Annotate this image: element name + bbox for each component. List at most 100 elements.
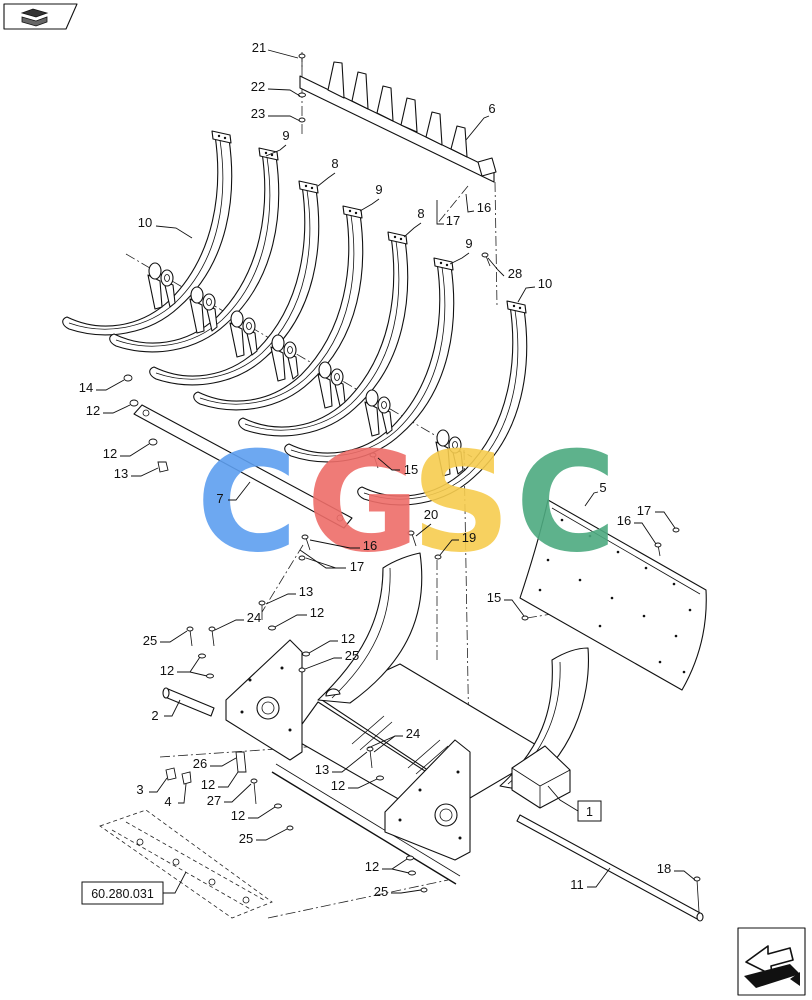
callout-12: 12 xyxy=(331,778,345,793)
callout-10: 10 xyxy=(138,215,152,230)
leader-line xyxy=(504,599,525,617)
leader-line xyxy=(517,286,536,303)
callout-6: 6 xyxy=(488,101,495,116)
callout-20: 20 xyxy=(424,507,438,522)
bolt xyxy=(481,252,491,267)
callout-10: 10 xyxy=(538,276,552,291)
callout-14: 14 xyxy=(79,380,93,395)
watermark-letter: C xyxy=(515,422,616,583)
book-hand-icon xyxy=(20,8,49,27)
callout-9: 9 xyxy=(282,128,289,143)
callout-4: 4 xyxy=(164,794,171,809)
bolt xyxy=(654,542,662,557)
pin-part-2 xyxy=(162,687,215,717)
leader-line xyxy=(120,443,150,457)
section-reference-box[interactable]: 60.280.031 xyxy=(81,881,164,905)
callout-12: 12 xyxy=(160,663,174,678)
spacer xyxy=(235,751,247,773)
callout-15: 15 xyxy=(404,462,418,477)
nut xyxy=(298,667,306,673)
bolt xyxy=(301,534,311,551)
callout-3: 3 xyxy=(136,782,143,797)
leader-line xyxy=(103,404,131,414)
right-bracket-plate xyxy=(384,739,471,861)
leader-line xyxy=(655,511,676,529)
washer xyxy=(129,399,139,407)
bolt xyxy=(407,530,417,547)
nut xyxy=(420,887,428,893)
nut xyxy=(298,555,306,561)
washer xyxy=(181,771,192,785)
callout-12: 12 xyxy=(201,777,215,792)
callout-13: 13 xyxy=(315,762,329,777)
leader-line xyxy=(256,828,288,841)
callout-11: 11 xyxy=(570,877,584,892)
nut xyxy=(521,615,529,621)
callout-17: 17 xyxy=(637,503,651,518)
callout-16: 16 xyxy=(363,538,377,553)
callout-12: 12 xyxy=(365,859,379,874)
kit-reference-box[interactable]: 1 xyxy=(577,800,602,822)
leader-line xyxy=(308,640,338,654)
callout-9: 9 xyxy=(465,236,472,251)
leader-line xyxy=(359,198,380,212)
callout-labels: 21 22 23 6 9 8 9 10 8 17 16 9 28 10 14 1… xyxy=(79,40,671,899)
callout-5: 5 xyxy=(599,480,606,495)
clevis xyxy=(189,286,218,334)
callout-25: 25 xyxy=(374,884,388,899)
nut xyxy=(286,825,294,831)
callout-22: 22 xyxy=(251,79,265,94)
callout-13: 13 xyxy=(114,466,128,481)
leader-line xyxy=(587,867,611,888)
clevis xyxy=(229,310,258,358)
callout-19: 19 xyxy=(462,530,476,545)
leader-line xyxy=(403,222,422,238)
leader-line xyxy=(218,771,239,788)
next-page-arrow-icon xyxy=(744,945,800,988)
bolt xyxy=(186,626,194,647)
left-bracket-plate xyxy=(225,639,303,761)
leader-line xyxy=(214,619,244,631)
leader-line xyxy=(210,757,237,767)
callout-25: 25 xyxy=(239,831,253,846)
leader-line xyxy=(178,783,187,804)
rod-part-11 xyxy=(516,814,704,922)
leader-line xyxy=(436,200,444,225)
section-reference-label: 60.280.031 xyxy=(91,887,154,901)
leader-line xyxy=(265,144,287,157)
callout-13: 13 xyxy=(299,584,313,599)
cgsc-watermark-logo: C G S C xyxy=(196,422,616,583)
washer xyxy=(376,775,384,781)
next-page-button[interactable] xyxy=(737,927,806,996)
leader-line xyxy=(267,88,301,97)
callout-23: 23 xyxy=(251,106,265,121)
washer xyxy=(268,625,276,631)
washer xyxy=(198,653,206,659)
callout-12: 12 xyxy=(231,808,245,823)
callout-12: 12 xyxy=(310,605,324,620)
callout-17: 17 xyxy=(350,559,364,574)
leader-line xyxy=(96,379,125,391)
leader-line xyxy=(177,656,201,673)
washer xyxy=(406,855,414,861)
leader-line xyxy=(382,858,408,870)
callout-21: 21 xyxy=(252,40,266,55)
callout-8: 8 xyxy=(331,156,338,171)
leader-line xyxy=(248,806,276,819)
callout-28: 28 xyxy=(508,266,522,281)
top-rail-part-6 xyxy=(299,61,497,183)
washer xyxy=(148,438,158,446)
chain-assembly xyxy=(99,809,273,919)
callout-25: 25 xyxy=(345,648,359,663)
leader-line xyxy=(391,889,422,894)
leader-line xyxy=(162,871,187,894)
bolt xyxy=(250,778,258,805)
clevis xyxy=(270,334,299,382)
callout-7: 7 xyxy=(216,491,223,506)
corner-navigation-button[interactable] xyxy=(3,3,78,30)
callout-16: 16 xyxy=(477,200,491,215)
callout-12: 12 xyxy=(103,446,117,461)
washer xyxy=(274,803,282,809)
leader-line xyxy=(317,172,336,187)
leader-line xyxy=(304,657,342,670)
